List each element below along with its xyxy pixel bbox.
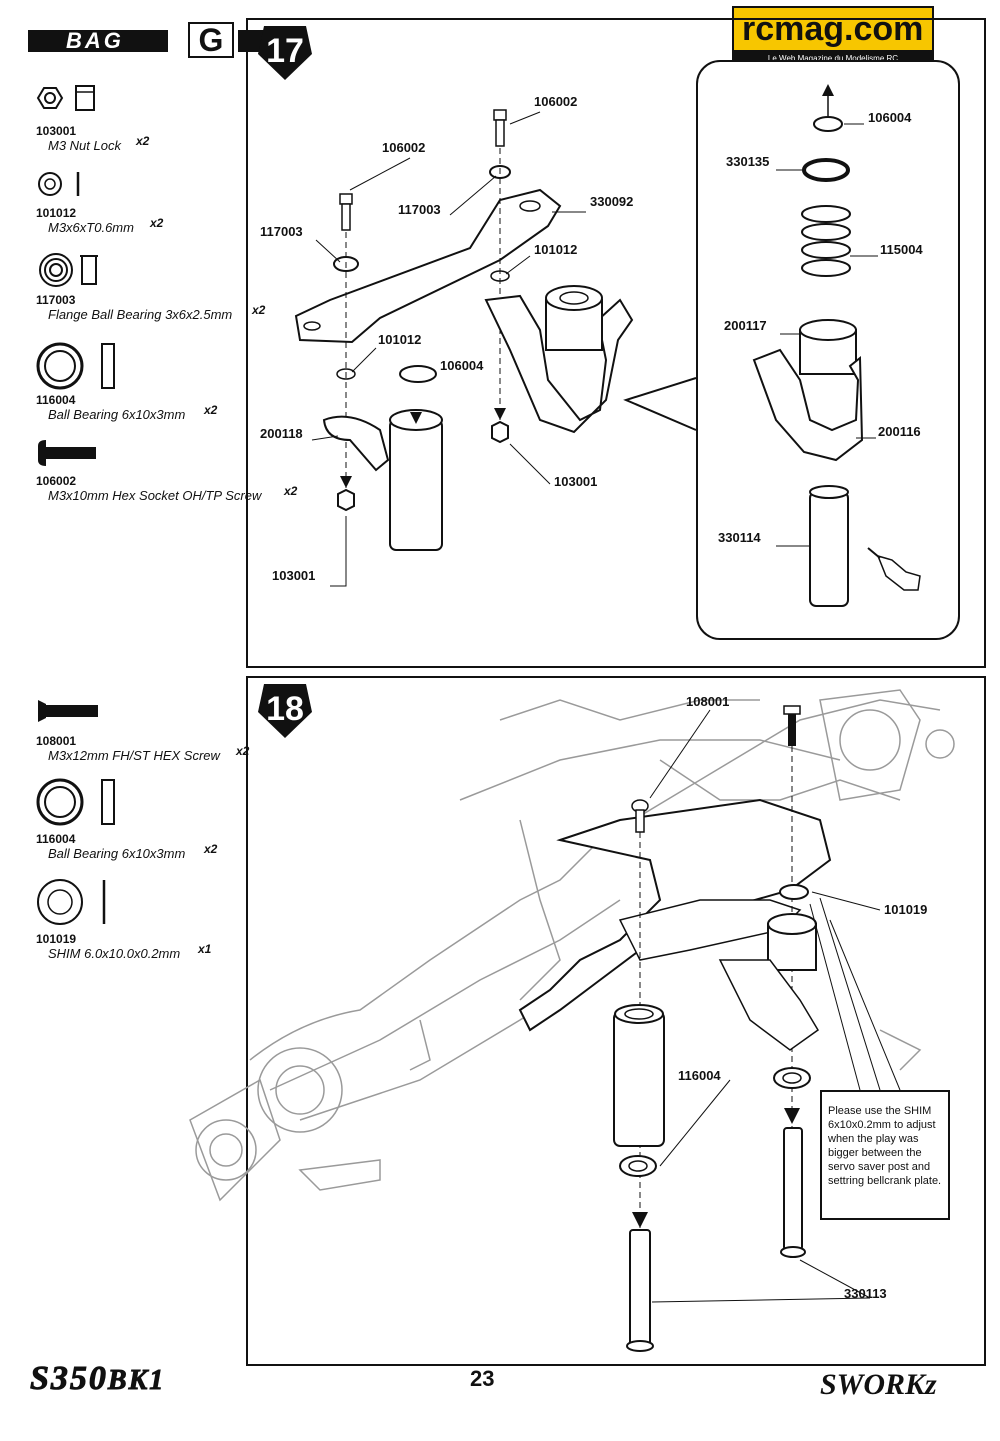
bag-label: BAG: [66, 28, 124, 53]
washer-icon: [38, 172, 80, 196]
part-qty: x2: [252, 303, 266, 317]
step-17-frame: [246, 18, 986, 668]
ball-bearing-icon: [36, 778, 115, 826]
callout-101019: 101019: [884, 902, 928, 917]
part-desc: Ball Bearing 6x10x3mm: [48, 846, 186, 861]
part-106002: 106002 M3x10mm Hex Socket OH/TP Screw x2: [36, 474, 297, 503]
thread-lock-bottle-icon: [867, 547, 921, 591]
part-code: 108001: [36, 734, 77, 748]
callout-106004: 106004: [440, 358, 484, 373]
nut-lock-icon: [36, 85, 95, 111]
model-name: S350: [30, 1360, 108, 1398]
part-code: 116004: [36, 393, 76, 407]
callout-108001: 108001: [686, 694, 730, 709]
part-desc: M3 Nut Lock: [48, 138, 121, 153]
part-code: 117003: [36, 293, 76, 307]
callout-106002-left: 106002: [382, 140, 426, 155]
part-103001: 103001 M3 Nut Lock x2: [36, 124, 149, 153]
step-18-frame: [246, 676, 986, 1366]
step-18-number: 18: [266, 690, 304, 728]
page-number: 23: [470, 1366, 495, 1391]
callout-103001-right: 103001: [554, 474, 598, 489]
part-desc: Flange Ball Bearing 3x6x2.5mm: [48, 307, 233, 322]
bag-bar: [28, 30, 168, 52]
rcmag-logo: rcmag.com Le Web Magazine du Modelisme R…: [732, 6, 934, 66]
part-desc: Ball Bearing 6x10x3mm: [48, 407, 186, 422]
callout-101012-right: 101012: [534, 242, 578, 257]
part-code: 103001: [36, 124, 77, 138]
zoom-callout-106004: 106004: [868, 110, 912, 125]
part-qty: x2: [204, 403, 218, 417]
screw-106002-right: [493, 109, 507, 147]
part-code: 101019: [36, 932, 77, 946]
bag-letter: G: [188, 22, 234, 58]
callout-103001-left: 103001: [272, 568, 316, 583]
flange-bearing-icon: [39, 253, 98, 287]
callout-117003-left: 117003: [260, 224, 303, 239]
part-qty: x2: [236, 744, 250, 758]
step-18-diagram: [189, 689, 955, 1352]
step-17-number: 17: [266, 32, 304, 70]
part-108001: 108001 M3x12mm FH/ST HEX Screw x2: [36, 734, 249, 763]
zoom-callout-200117: 200117: [724, 318, 767, 333]
step-18-badge: 18: [256, 682, 314, 740]
part-code: 116004: [36, 832, 76, 846]
chassis-outline: [189, 689, 955, 1202]
flat-head-screw-icon: [38, 700, 98, 722]
part-desc: M3x12mm FH/ST HEX Screw: [48, 748, 220, 763]
spring-icon: [801, 205, 851, 277]
part-qty: x2: [136, 134, 150, 148]
sidebar-part-icons-18: [36, 700, 115, 925]
callout-117003-right: 117003: [398, 202, 441, 217]
zoom-callout-200116: 200116: [878, 424, 921, 439]
part-117003: 117003 Flange Ball Bearing 3x6x2.5mm x2: [36, 293, 265, 322]
part-desc: M3x6xT0.6mm: [48, 220, 134, 235]
part-101019: 101019 SHIM 6.0x10.0x0.2mm x1: [36, 932, 211, 961]
part-desc: SHIM 6.0x10.0x0.2mm: [48, 946, 181, 961]
callout-330113: 330113: [844, 1286, 887, 1301]
hex-screw-icon: [38, 440, 96, 466]
part-qty: x2: [284, 484, 298, 498]
callout-116004: 116004: [678, 1068, 721, 1083]
logo-name: rcmag.com: [742, 10, 924, 48]
zoom-callout-330135: 330135: [726, 154, 770, 169]
callout-200118: 200118: [260, 426, 303, 441]
callout-330092: 330092: [590, 194, 634, 209]
part-qty: x1: [198, 942, 212, 956]
part-qty: x2: [150, 216, 164, 230]
ball-bearing-icon: [36, 342, 115, 390]
part-code: 106002: [36, 474, 77, 488]
part-116004: 116004 Ball Bearing 6x10x3mm x2: [36, 393, 217, 422]
step-17-badge: 17: [256, 24, 314, 82]
callout-106002-right: 106002: [534, 94, 578, 109]
part-desc: M3x10mm Hex Socket OH/TP Screw: [48, 488, 262, 503]
zoom-callout-330114: 330114: [718, 530, 761, 545]
part-code: 101012: [36, 206, 77, 220]
callout-101012-left: 101012: [378, 332, 422, 347]
step-17-diagram: [294, 84, 921, 607]
sidebar-part-icons-17: [36, 85, 115, 466]
shim-adjustment-note: Please use the SHIM 6x10x0.2mm to adjust…: [820, 1090, 950, 1220]
model-logo: S350BK1: [30, 1360, 165, 1398]
shim-icon: [37, 879, 106, 925]
part-qty: x2: [204, 842, 218, 856]
part-116004-b: 116004 Ball Bearing 6x10x3mm x2: [36, 832, 217, 861]
brand-logo: SWORKz: [820, 1368, 937, 1401]
model-suffix: BK1: [107, 1365, 166, 1397]
screw-106002-left: [339, 193, 353, 231]
zoom-callout-115004: 115004: [880, 242, 923, 257]
part-101012: 101012 M3x6xT0.6mm x2: [36, 206, 163, 235]
